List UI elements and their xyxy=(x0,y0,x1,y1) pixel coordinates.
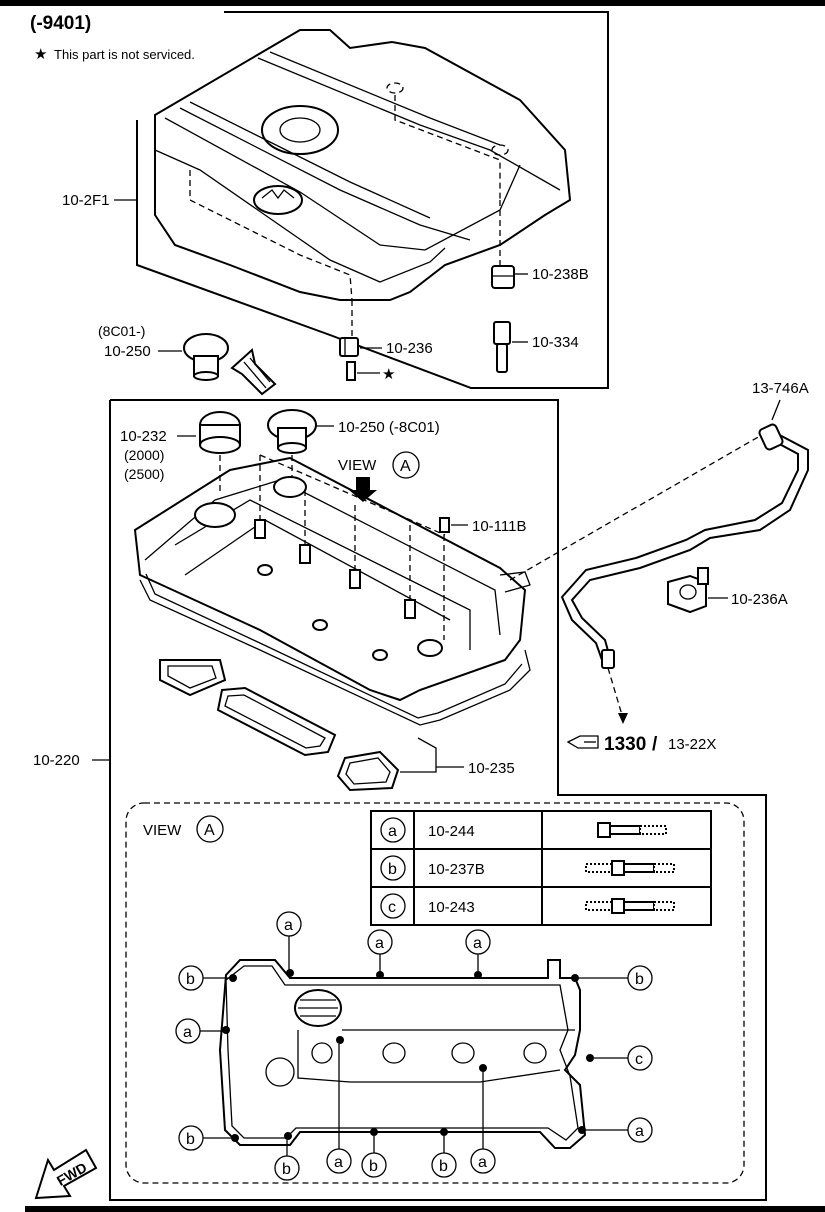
label-8C01-prefix: (8C01-) xyxy=(98,323,145,339)
label-10-334: 10-334 xyxy=(532,334,579,351)
svg-text:b: b xyxy=(186,1131,195,1148)
hatched-arrow-icon xyxy=(230,348,277,396)
bolt-icon-c xyxy=(585,898,675,914)
plug-10-111B xyxy=(439,517,450,533)
svg-text:a: a xyxy=(473,935,482,952)
legend-part-a: 10-244 xyxy=(428,823,475,840)
view-a-circle-top xyxy=(392,451,420,479)
svg-text:a: a xyxy=(183,1024,192,1041)
legend-key-a: a xyxy=(388,823,397,840)
label-10-250-right: 10-250 (-8C01) xyxy=(338,419,440,436)
svg-text:FWD: FWD xyxy=(54,1159,90,1189)
view-a-letter-bottom: A xyxy=(204,822,215,839)
head-cover-illustration xyxy=(133,456,531,726)
clip-10-236A xyxy=(667,567,709,614)
cover-frame xyxy=(136,11,609,389)
label-10-2F1: 10-2F1 xyxy=(62,192,110,209)
stud-10-334 xyxy=(493,321,511,373)
svg-text:b: b xyxy=(282,1161,291,1178)
hose-13-746A xyxy=(560,423,809,669)
view-arrow-icon xyxy=(349,477,377,502)
not-serviced-note: This part is not serviced. xyxy=(54,47,195,62)
head-cover-top-view xyxy=(218,959,587,1149)
label-10-232-2000: (2000) xyxy=(124,447,164,463)
fwd-arrow-icon: FWD xyxy=(34,1148,98,1200)
svg-text:b: b xyxy=(439,1158,448,1175)
svg-text:a: a xyxy=(478,1154,487,1171)
bottom-rule xyxy=(25,1206,825,1212)
head-cover-frame xyxy=(109,399,767,1201)
label-10-250-left: 10-250 xyxy=(104,343,151,360)
label-10-235: 10-235 xyxy=(468,760,515,777)
label-10-232-2500: (2500) xyxy=(124,466,164,482)
legend-part-b: 10-237B xyxy=(428,861,485,878)
hand-pointer-icon xyxy=(566,735,599,749)
svg-text:a: a xyxy=(635,1123,644,1140)
callouts: a a a b b a c b a b a b b a xyxy=(175,911,653,1181)
label-10-111B: 10-111B xyxy=(472,518,527,535)
top-rule xyxy=(0,0,825,6)
cap-10-232 xyxy=(199,411,241,454)
svg-text:a: a xyxy=(334,1154,343,1171)
legend-key-b: b xyxy=(388,861,397,878)
ref-13-22X: 13-22X xyxy=(668,736,716,753)
star-icon: ★ xyxy=(34,46,47,63)
svg-text:b: b xyxy=(635,971,644,988)
legend-part-c: 10-243 xyxy=(428,899,475,916)
svg-text:a: a xyxy=(284,917,293,934)
svg-text:b: b xyxy=(369,1158,378,1175)
label-10-238B: 10-238B xyxy=(532,266,589,283)
oil-cap-10-250-right xyxy=(267,409,317,454)
label-10-220: 10-220 xyxy=(33,752,80,769)
bolt-icon-a xyxy=(597,822,667,838)
view-a-label-top: VIEW xyxy=(338,457,377,474)
svg-text:b: b xyxy=(186,971,195,988)
bolt-icon-b xyxy=(585,860,675,876)
label-13-746A: 13-746A xyxy=(752,380,809,397)
range-header: (-9401) xyxy=(30,13,91,34)
legend-key-c: c xyxy=(388,899,396,916)
ref-slash: / xyxy=(652,734,658,755)
svg-text:a: a xyxy=(375,935,384,952)
oil-cap-10-250-left xyxy=(183,333,229,381)
view-a-letter-top: A xyxy=(400,458,411,475)
engine-cover-illustration xyxy=(154,29,572,340)
bolt-legend-table xyxy=(370,810,712,926)
gaskets-10-235 xyxy=(159,659,400,792)
label-10-232: 10-232 xyxy=(120,428,167,445)
view-a-circle-bottom xyxy=(196,815,224,843)
label-10-236: 10-236 xyxy=(386,340,433,357)
label-10-236A: 10-236A xyxy=(731,591,788,608)
view-a-label-bottom: VIEW xyxy=(143,822,182,839)
ref-1330: 1330 xyxy=(604,734,646,755)
flow-arrow-icon xyxy=(618,713,628,724)
svg-text:c: c xyxy=(635,1051,643,1068)
view-a-panel xyxy=(125,802,745,1184)
bolt-holes xyxy=(222,969,594,1142)
star-icon-bolt: ★ xyxy=(382,366,395,383)
grommet-10-238B xyxy=(491,265,515,289)
clip-10-236 xyxy=(339,337,359,381)
